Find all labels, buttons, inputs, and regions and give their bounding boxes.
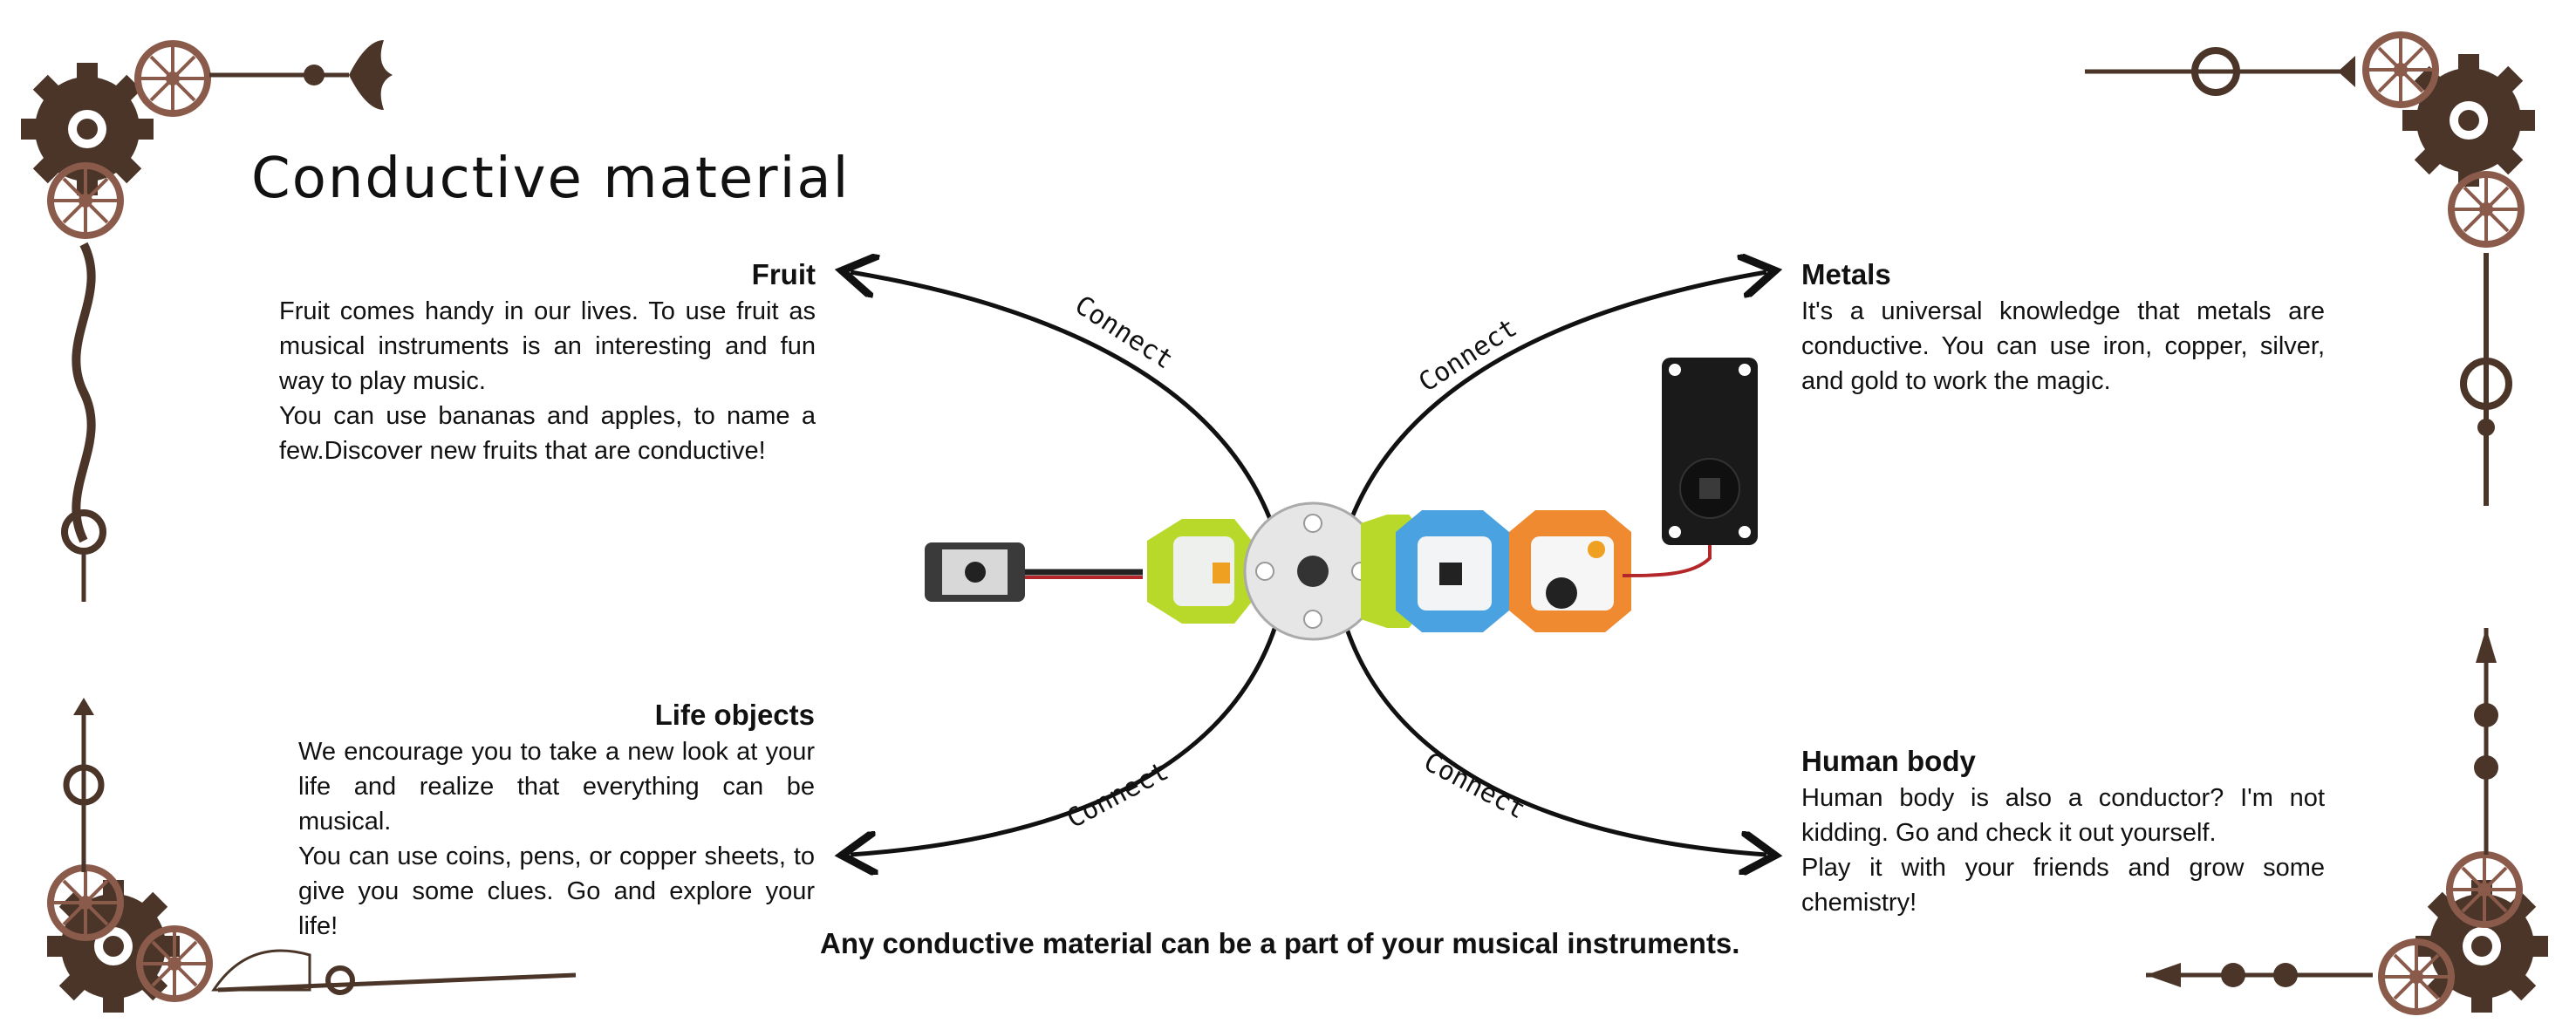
fruit-heading: Fruit [751,258,816,290]
fruit-section: Fruit Fruit comes handy in our lives. To… [279,257,816,468]
gear-ornament-bottom-left [47,698,577,1013]
connect-arrow-fruit [851,272,1285,559]
gear-ornament-top-left [21,40,393,602]
gear-ornament-bottom-right [2146,628,2548,1013]
metals-paragraph-1: It's a universal knowledge that metals a… [1801,297,2325,395]
connect-label-human-body: Connect [1418,747,1530,825]
human-body-paragraph-2: Play it with your friends and grow some … [1801,854,2325,917]
life-objects-heading: Life objects [654,699,815,731]
life-objects-section: Life objects We encourage you to take a … [298,698,815,944]
page-title: Conductive material [251,147,851,211]
metals-heading: Metals [1801,258,1891,290]
life-objects-paragraph-1: We encourage you to take a new look at y… [298,738,815,836]
human-body-heading: Human body [1801,745,1976,777]
life-objects-paragraph-2: You can use coins, pens, or copper sheet… [298,842,815,940]
module-chain [925,358,1758,641]
connect-label-life-objects: Connect [1062,756,1173,835]
footer-caption: Any conductive material can be a part of… [820,927,1740,959]
human-body-section: Human body Human body is also a conducto… [1801,744,2325,920]
fruit-paragraph-1: Fruit comes handy in our lives. To use f… [279,297,816,395]
connect-arrow-metals [1336,272,1766,559]
metals-section: Metals It's a universal knowledge that m… [1801,257,2325,399]
connect-arrow-life-objects [851,601,1285,855]
human-body-paragraph-1: Human body is also a conductor? I'm not … [1801,784,2325,847]
gear-ornament-top-right [2085,35,2535,506]
fruit-paragraph-2: You can use bananas and apples, to name … [279,402,816,465]
connect-arrow-human-body [1336,601,1766,855]
